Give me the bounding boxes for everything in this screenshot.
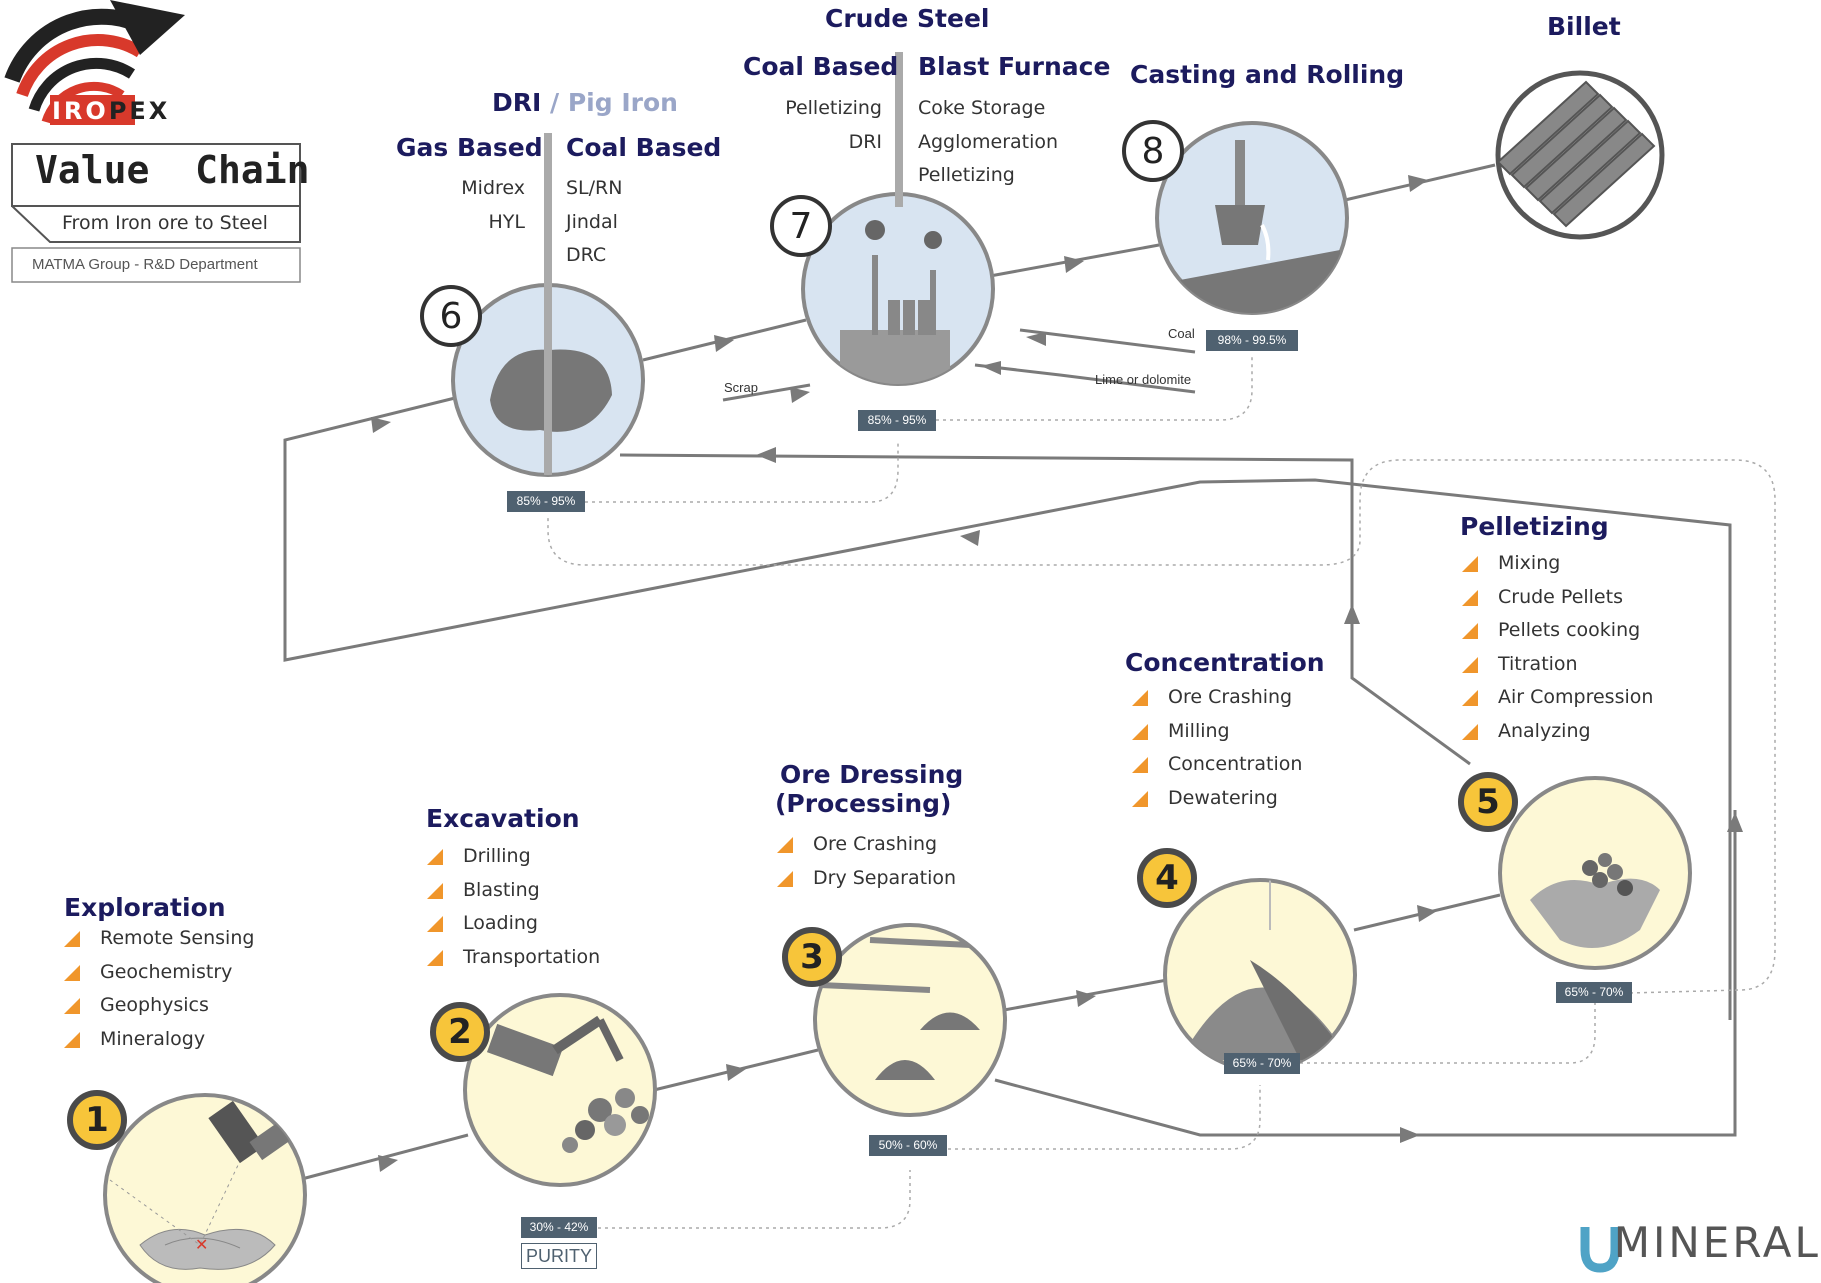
list-item: Drilling: [427, 840, 600, 874]
stage-1-list: Remote Sensing Geochemistry Geophysics M…: [64, 922, 254, 1056]
value-chain-title: Value Chain: [35, 148, 310, 192]
list-item: Air Compression: [1462, 681, 1653, 715]
stage-3-circle: [813, 923, 1007, 1117]
stage-7-purity: 85% - 95%: [858, 410, 936, 431]
stage-2-number: 2: [430, 1002, 490, 1062]
billet-title: Billet: [1547, 12, 1621, 41]
list-item: Titration: [1462, 648, 1653, 682]
list-item: Dry Separation: [777, 862, 956, 896]
stage-6-right-head: Coal Based: [566, 133, 722, 162]
stage-7-divider: [895, 52, 903, 207]
value-chain-dept: MATMA Group - R&D Department: [32, 256, 258, 273]
stage-7-left-head: Coal Based: [743, 52, 899, 81]
lime-input-label: Lime or dolomite: [1095, 372, 1192, 387]
stage-1-number: 1: [67, 1090, 127, 1150]
stage-7-right-head: Blast Furnace: [918, 52, 1111, 81]
list-item: Geochemistry: [64, 956, 254, 990]
brand-name: IROPEX: [52, 97, 171, 125]
stage-6-title: DRI / Pig Iron: [492, 88, 678, 117]
stage-5-list: Mixing Crude Pellets Pellets cooking Tit…: [1462, 547, 1653, 748]
list-item: Dewatering: [1132, 782, 1302, 816]
list-item: Ore Crashing: [1132, 681, 1302, 715]
value-chain-subtitle: From Iron ore to Steel: [62, 212, 268, 234]
list-item: Mixing: [1462, 547, 1653, 581]
stage-2-list: Drilling Blasting Loading Transportation: [427, 840, 600, 974]
stage-8-title: Casting and Rolling: [1130, 60, 1405, 89]
list-item: Blasting: [427, 874, 600, 908]
stage-5-title: Pelletizing: [1460, 512, 1609, 541]
list-item: Remote Sensing: [64, 922, 254, 956]
stage-4-number: 4: [1137, 848, 1197, 908]
purity-label: PURITY: [521, 1243, 597, 1269]
list-item: Ore Crashing: [777, 828, 956, 862]
list-item: Concentration: [1132, 748, 1302, 782]
stage-7-number: 7: [770, 195, 832, 257]
iropex-logo: [4, 0, 185, 125]
list-item: Transportation: [427, 941, 600, 975]
umineral-logo: UMINERAL: [1613, 1218, 1821, 1267]
stage-6-purity: 85% - 95%: [507, 491, 585, 512]
stage-4-list: Ore Crashing Milling Concentration Dewat…: [1132, 681, 1302, 815]
list-item: Crude Pellets: [1462, 581, 1653, 615]
stage-4-purity: 65% - 70%: [1224, 1053, 1300, 1074]
stage-3-title-line2: (Processing): [775, 789, 952, 818]
stage-4-title: Concentration: [1125, 648, 1325, 677]
svg-text:✕: ✕: [195, 1237, 208, 1254]
list-item: Pellets cooking: [1462, 614, 1653, 648]
scrap-input-label: Scrap: [724, 380, 758, 395]
stage-3-list: Ore Crashing Dry Separation: [777, 828, 956, 895]
stage-6-left-head: Gas Based: [396, 133, 543, 162]
stage-7-title: Crude Steel: [825, 4, 990, 33]
list-item: Mineralogy: [64, 1023, 254, 1057]
stage-6-number: 6: [420, 285, 482, 347]
stage-8-purity: 98% - 99.5%: [1206, 330, 1298, 351]
coal-input-label: Coal: [1168, 326, 1195, 341]
stage-8-number: 8: [1122, 120, 1184, 182]
stage-5-purity: 65% - 70%: [1556, 982, 1632, 1003]
stage-5-number: 5: [1458, 772, 1518, 832]
stage-1-title: Exploration: [64, 893, 226, 922]
stage-3-purity: 50% - 60%: [869, 1135, 947, 1156]
stage-3-number: 3: [782, 927, 842, 987]
stage-2-title: Excavation: [426, 804, 580, 833]
list-item: Loading: [427, 907, 600, 941]
list-item: Analyzing: [1462, 715, 1653, 749]
stage-3-title: Ore Dressing: [780, 760, 964, 789]
stage-6-divider: [544, 133, 552, 443]
stage-2-purity: 30% - 42%: [521, 1217, 597, 1238]
value-chain-box: [11, 143, 301, 207]
list-item: Milling: [1132, 715, 1302, 749]
list-item: Geophysics: [64, 989, 254, 1023]
